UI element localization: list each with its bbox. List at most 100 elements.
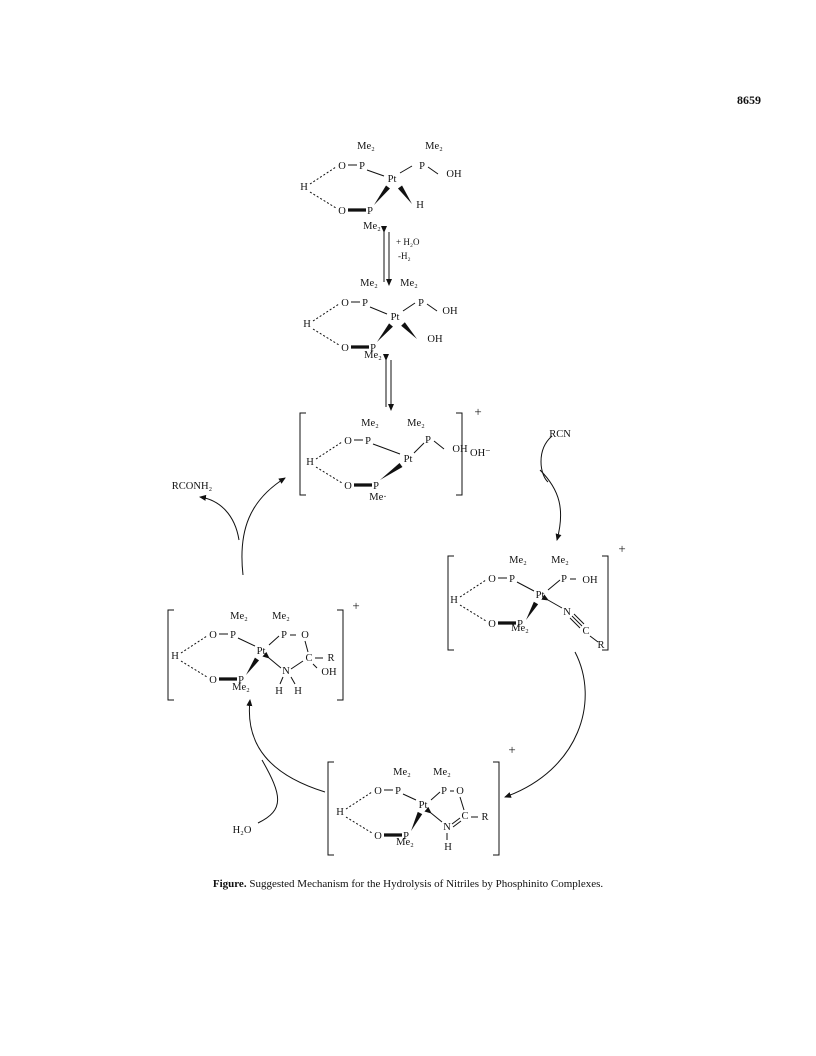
- hydrogen-bond: [309, 191, 337, 209]
- right-bracket: [602, 555, 609, 651]
- phosphorus-label: P: [425, 435, 431, 446]
- hydrogen-bond: [345, 816, 373, 834]
- n-c-double-bond-1: [451, 817, 461, 825]
- hydrogen-bond: [459, 604, 487, 622]
- wedge-bond: [377, 323, 393, 342]
- right-bracket: [456, 412, 463, 496]
- pt-p-bond: [430, 791, 441, 801]
- n-h-bond: [279, 676, 284, 685]
- pt-p-bond: [399, 165, 413, 174]
- page-number: 8659: [737, 93, 761, 107]
- c-oh-bond: [312, 663, 318, 669]
- hydrogen-label: H: [444, 842, 452, 853]
- me2-label: Me₂: [364, 350, 382, 361]
- wedge-bond: [526, 601, 539, 620]
- amide-release-arrow: [199, 494, 240, 541]
- hydrogen-label: H: [300, 182, 308, 193]
- nitrogen-label: N: [282, 666, 290, 677]
- carbon-label: C: [461, 811, 468, 822]
- hydrogen-bond: [459, 579, 487, 598]
- oxygen-label: O: [374, 831, 382, 842]
- r-group-label: R: [327, 653, 334, 664]
- me2-label: Me₂: [509, 555, 527, 566]
- oxygen-label: O: [341, 343, 349, 354]
- pt-p-bond: [413, 442, 425, 454]
- charge-plus: +: [508, 742, 515, 757]
- triple-bond-1: [569, 617, 581, 629]
- me-partial-label: Me·: [369, 492, 387, 503]
- me2-label: Me₂: [425, 141, 443, 152]
- c-r-bond: [589, 635, 599, 643]
- pt-n-dative-bond: [541, 594, 563, 609]
- me2-label: Me₂: [361, 418, 379, 429]
- wedge-bond: [411, 811, 423, 831]
- left-bracket: [327, 761, 334, 856]
- me2-label: Me₂: [407, 418, 425, 429]
- nitrogen-label: N: [443, 822, 451, 833]
- hydroxide-wedge: [401, 322, 417, 339]
- me2-label: Me₂: [393, 767, 411, 778]
- hydrogen-bond: [180, 635, 208, 654]
- oxygen-label: O: [301, 630, 309, 641]
- me2-label: Me₂: [360, 278, 378, 289]
- wedge-bond: [374, 185, 390, 205]
- amide-product-label: RCONH₂: [172, 481, 213, 492]
- reagent-water-label: + H₂O: [396, 237, 420, 247]
- oxygen-label: O: [344, 481, 352, 492]
- me2-label: Me₂: [363, 221, 381, 232]
- p-oh-bond: [433, 440, 445, 450]
- hydrogen-bond: [312, 303, 340, 322]
- hydrogen-bond: [315, 441, 343, 460]
- hydroxyl-label: OH: [321, 667, 337, 678]
- phosphorus-label: P: [367, 206, 373, 217]
- phosphorus-label: P: [418, 298, 424, 309]
- right-bracket: [337, 609, 344, 701]
- wedge-bond: [246, 657, 260, 675]
- n-c-bond: [290, 660, 304, 670]
- charge-plus: +: [352, 598, 359, 613]
- charge-plus: +: [474, 404, 481, 419]
- hydroxyl-label: OH: [452, 444, 468, 455]
- hydrogen-label: H: [171, 651, 179, 662]
- water-reagent-label: H₂O: [233, 825, 252, 836]
- phosphorus-label: P: [441, 786, 447, 797]
- p-oh-bond: [427, 166, 439, 175]
- water-curve: [257, 759, 279, 824]
- hydrogen-bond: [345, 791, 373, 810]
- n-c-double-bond-2: [452, 820, 462, 828]
- o-c-bond: [304, 640, 309, 653]
- carbon-label: C: [305, 653, 312, 664]
- left-bracket: [447, 555, 454, 651]
- platinum-label: Pt: [388, 174, 397, 185]
- platinum-label: Pt: [419, 800, 428, 811]
- me2-label: Me₂: [396, 837, 414, 848]
- phosphorus-label: P: [365, 436, 371, 447]
- phosphorus-label: P: [362, 298, 368, 309]
- p-oh-bond: [426, 303, 438, 312]
- phosphorus-label: P: [395, 786, 401, 797]
- charge-plus: +: [618, 541, 625, 556]
- phosphorus-label: P: [370, 343, 376, 354]
- n-h-bond: [290, 676, 296, 685]
- cycle-arrow-to-cation: [241, 477, 286, 576]
- carbon-label: C: [582, 626, 589, 637]
- pt-n-dative-bond: [262, 651, 282, 669]
- cycle-arrow-to-amide: [246, 699, 326, 793]
- oxygen-label: O: [341, 298, 349, 309]
- phosphorus-label: P: [419, 161, 425, 172]
- p-pt-bond: [369, 306, 388, 315]
- phosphorus-label: P: [281, 630, 287, 641]
- pt-p-bond: [402, 302, 416, 312]
- oxygen-label: O: [374, 786, 382, 797]
- pt-n-dative-bond: [424, 806, 443, 823]
- hydrogen-bond: [309, 166, 337, 185]
- phosphorus-label: P: [403, 831, 409, 842]
- hydrogen-label: H: [450, 595, 458, 606]
- me2-label: Me₂: [230, 611, 248, 622]
- platinum-label: Pt: [391, 312, 400, 323]
- cycle-arrow-to-metallacycle: [504, 651, 586, 798]
- oxygen-label: O: [488, 619, 496, 630]
- oxygen-label: O: [488, 574, 496, 585]
- me2-label: Me₂: [272, 611, 290, 622]
- oxygen-label: O: [338, 161, 346, 172]
